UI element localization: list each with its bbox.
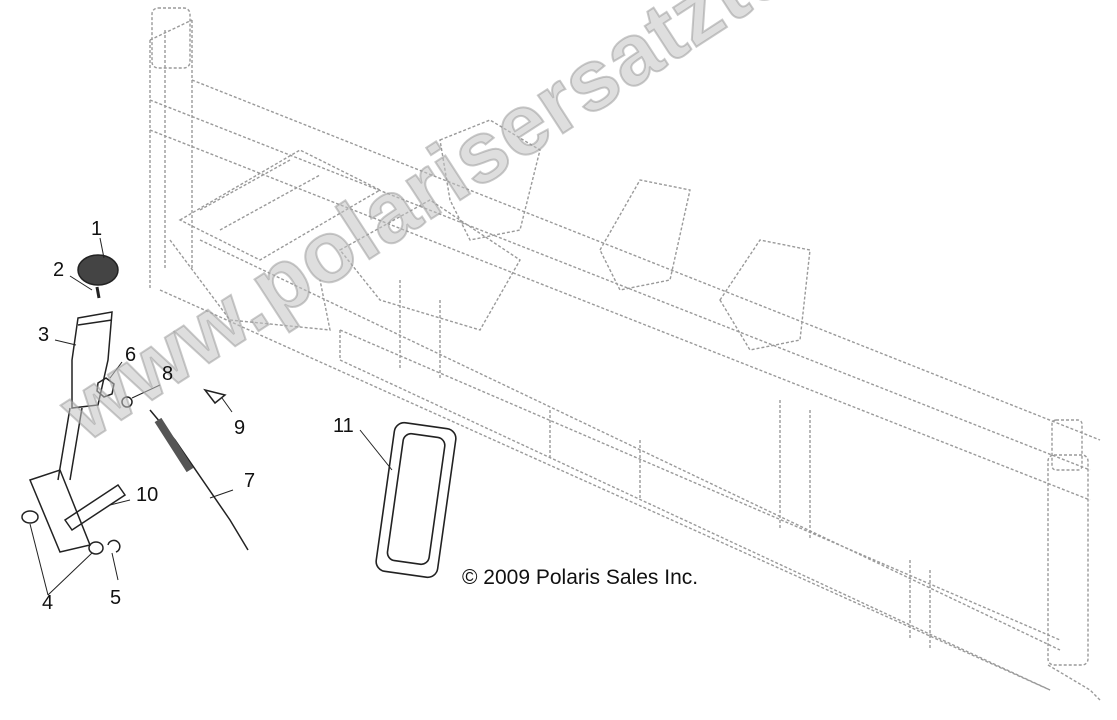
- callout-2: 2: [53, 259, 65, 281]
- callout-9: 9: [234, 417, 246, 439]
- callout-4: 4: [42, 592, 54, 614]
- link-arm: [63, 483, 127, 532]
- callout-11: 11: [333, 415, 354, 437]
- callout-10: 10: [136, 484, 159, 506]
- nut: [96, 377, 115, 398]
- callout-3: 3: [38, 324, 50, 346]
- callout-5: 5: [110, 587, 122, 609]
- shift-lever: [57, 407, 83, 481]
- screw: [95, 286, 101, 299]
- bushing-left: [21, 510, 39, 524]
- footwell-cover: [375, 421, 457, 579]
- leader-lines: [29, 237, 393, 596]
- pivot-shaft: [28, 469, 92, 553]
- vehicle-frame: [149, 7, 1101, 701]
- copyright-text: © 2009 Polaris Sales Inc.: [462, 566, 699, 589]
- callout-8: 8: [162, 363, 174, 385]
- retaining-clip: [107, 539, 121, 553]
- callout-6: 6: [125, 344, 137, 366]
- callout-1: 1: [91, 218, 103, 240]
- shift-knob: [77, 254, 119, 286]
- bushing-right: [88, 541, 104, 555]
- shifter-assembly: [21, 254, 249, 555]
- cable-clip: [203, 388, 227, 405]
- shift-boot: [71, 311, 113, 409]
- washer: [121, 396, 133, 408]
- callout-7: 7: [244, 470, 256, 492]
